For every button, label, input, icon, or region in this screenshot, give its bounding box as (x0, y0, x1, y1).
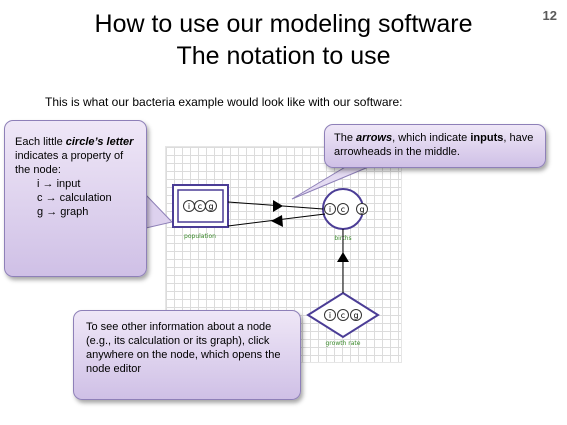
arrow-growthrate-to-births[interactable] (337, 229, 349, 293)
population-input-letter: i (188, 202, 190, 211)
legend-input-letter: i (37, 178, 40, 190)
page-title: How to use our modeling software The not… (0, 8, 567, 72)
legend-graph-arrow: → (46, 206, 58, 218)
intro-text: This is what our bacteria example would … (45, 95, 403, 109)
births-calc-letter: c (341, 205, 345, 214)
page-number: 12 (542, 8, 557, 23)
growth-rate-label: growth rate (326, 340, 361, 347)
callout-right-emphasis-arrows: arrows (356, 132, 393, 144)
callout-left-text-a: Each little (15, 136, 66, 148)
callout-right-emphasis-inputs: inputs (470, 132, 504, 144)
legend-input-arrow: → (42, 178, 54, 190)
legend-calculation: c → calculation (15, 191, 136, 205)
arrowhead-growthrate-to-births (337, 252, 349, 262)
callout-circle-letters: Each little circle’s letter indicates a … (4, 120, 147, 277)
population-input-circle[interactable]: i (183, 200, 195, 212)
title-line-2: The notation to use (176, 42, 391, 70)
legend-graph-meaning: graph (60, 206, 89, 218)
births-input-letter: i (329, 205, 331, 214)
growth-rate-node[interactable]: i c g growth rate (306, 291, 380, 347)
births-node[interactable]: i c g births (322, 188, 368, 242)
legend-input-meaning: input (56, 178, 81, 190)
legend-graph-letter: g (37, 206, 44, 218)
growth-rate-calc-letter: c (341, 311, 345, 320)
population-graph-letter: g (208, 202, 213, 211)
legend-calculation-meaning: calculation (59, 192, 112, 204)
callout-right-text-c: , which indicate (392, 132, 471, 144)
growth-rate-calc-circle[interactable]: c (337, 309, 349, 321)
population-calc-letter: c (198, 202, 202, 211)
growth-rate-input-letter: i (329, 311, 331, 320)
arrowhead-births-to-population (271, 215, 283, 227)
left-callout-tail (145, 193, 173, 229)
legend-calculation-letter: c (37, 192, 43, 204)
legend-calculation-arrow: → (45, 192, 57, 204)
callout-left-emphasis: circle’s letter (65, 136, 134, 148)
callout-left-text: Each little circle’s letter indicates a … (15, 135, 136, 177)
births-graph-letter: g (359, 205, 364, 214)
legend-graph: g → graph (15, 205, 136, 219)
callout-left-text-c: indicates a property of the node: (15, 150, 124, 176)
arrow-population-to-births[interactable] (227, 200, 324, 212)
arrow-births-to-population[interactable] (227, 213, 326, 227)
births-input-circle[interactable]: i (324, 203, 336, 215)
growth-rate-graph-circle[interactable]: g (350, 309, 362, 321)
title-line-1: How to use our modeling software (94, 10, 473, 38)
callout-right-text-e: , have arrowheads in the middle. (334, 132, 534, 158)
callout-right-text-a: The (334, 132, 357, 144)
births-graph-circle[interactable]: g (356, 203, 368, 215)
births-calc-circle[interactable]: c (337, 203, 349, 215)
arrowhead-population-to-births (273, 200, 283, 212)
growth-rate-graph-letter: g (353, 311, 358, 320)
legend-input: i → input (15, 177, 136, 191)
population-label: population (184, 233, 216, 240)
population-calc-circle[interactable]: c (194, 200, 206, 212)
population-graph-circle[interactable]: g (205, 200, 217, 212)
callout-arrows: The arrows, which indicate inputs, have … (324, 124, 546, 168)
callout-node-editor: To see other information about a node (e… (73, 310, 301, 400)
population-node[interactable]: i c g population (172, 184, 229, 240)
growth-rate-input-circle[interactable]: i (324, 309, 336, 321)
